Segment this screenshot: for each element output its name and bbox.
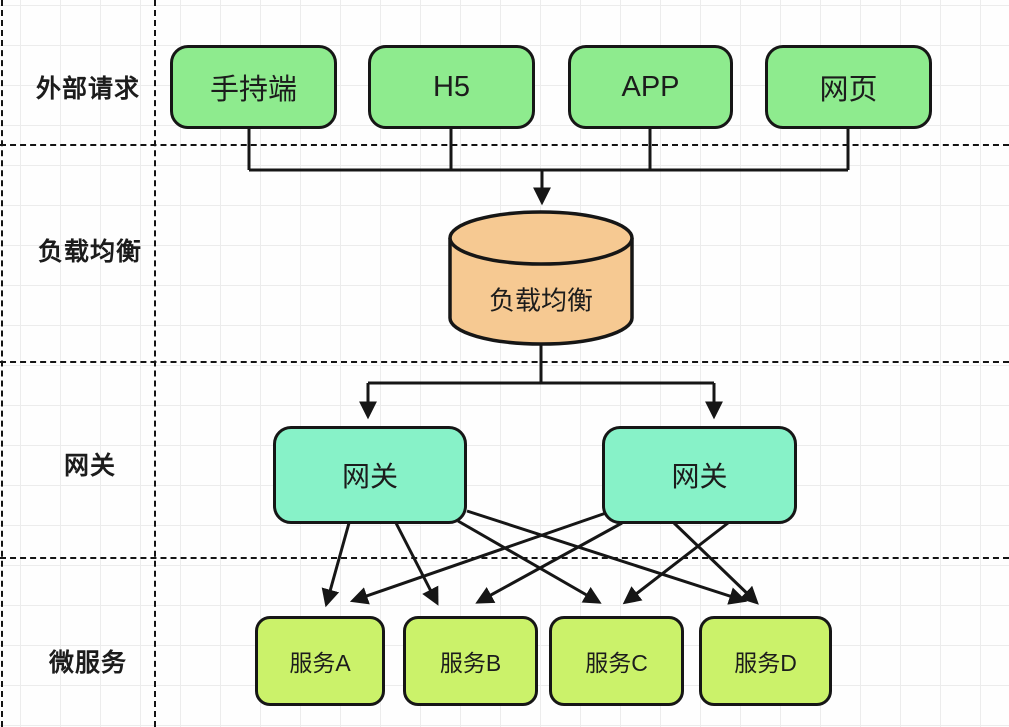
lane-divider-1 [0, 144, 1009, 146]
load-balancer-cylinder [448, 210, 634, 346]
lane-label-divider [154, 0, 156, 727]
lane-divider-2 [0, 361, 1009, 363]
lane-label-external-requests: 外部请求 [35, 75, 141, 103]
arrow-gw1-service-b [394, 522, 439, 606]
service-node-b: 服务B [403, 616, 538, 706]
service-node-d: 服务D [699, 616, 832, 706]
client-node-app: APP [568, 45, 733, 129]
arrow-gw2-service-d [672, 521, 759, 605]
client-node-web: 网页 [765, 45, 932, 129]
gateway-node-1: 网关 [273, 426, 467, 524]
arrow-gw2-service-b [475, 521, 623, 604]
service-node-c: 服务C [549, 616, 684, 706]
client-node-handheld: 手持端 [170, 45, 337, 129]
lane-label-microservices: 微服务 [48, 649, 128, 677]
lane-divider-3 [0, 557, 1009, 559]
arrow-gw2-service-c [622, 521, 729, 605]
lane-label-load-balancing: 负载均衡 [37, 238, 143, 266]
gateway-node-2: 网关 [602, 426, 797, 524]
load-balancer-label: 负载均衡 [488, 285, 594, 316]
arrow-gw1-service-a [321, 522, 351, 608]
client-node-h5: H5 [368, 45, 535, 129]
arrow-gw2-service-a [349, 511, 607, 605]
lane-label-gateway: 网关 [63, 452, 117, 480]
arrow-gw1-service-d [466, 509, 748, 605]
service-node-a: 服务A [255, 616, 385, 706]
client-bus-connector [247, 129, 850, 172]
lb-branch-connector [368, 345, 714, 385]
arrow-gw1-service-c [457, 519, 602, 604]
lane-border-left [1, 0, 3, 727]
